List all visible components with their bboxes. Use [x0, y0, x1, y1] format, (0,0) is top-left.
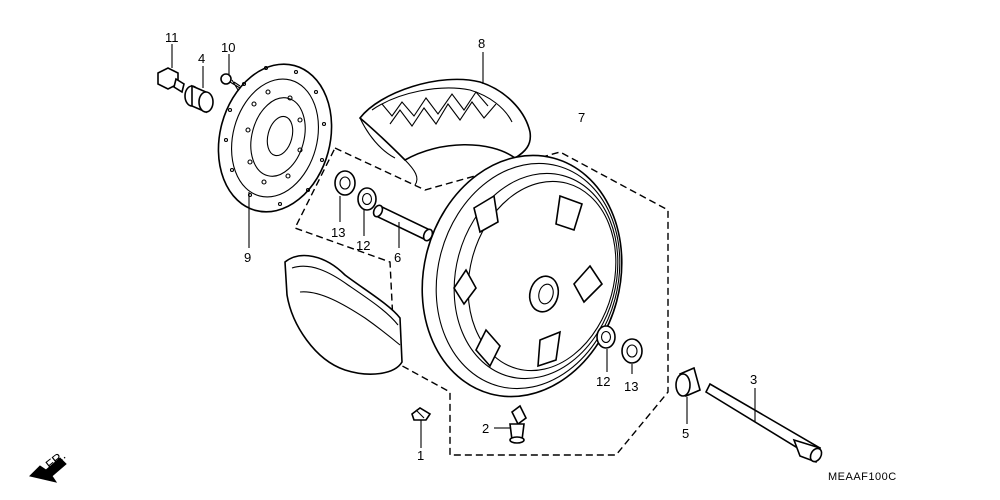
valve-cap	[411, 407, 432, 421]
tire-top	[358, 78, 532, 186]
part-label-5: 5	[682, 426, 689, 441]
tire-bottom	[284, 254, 403, 375]
left-bearing	[357, 187, 377, 211]
part-label-4: 4	[198, 51, 205, 66]
part-label-11: 11	[165, 30, 179, 45]
part-label-13-right: 13	[624, 379, 638, 394]
part-label-1: 1	[417, 448, 424, 463]
part-label-2: 2	[482, 421, 489, 436]
disc-screw	[220, 73, 241, 91]
part-label-10: 10	[221, 40, 235, 55]
part-label-12-right: 12	[596, 374, 610, 389]
part-label-6: 6	[394, 250, 401, 265]
brake-disc	[217, 63, 333, 213]
part-label-12-left: 12	[356, 238, 370, 253]
direction-label: FR.	[43, 448, 69, 473]
part-label-7: 7	[578, 110, 585, 125]
part-label-13-left: 13	[331, 225, 345, 240]
right-bearing	[596, 325, 616, 349]
axle-collar	[675, 366, 701, 398]
part-label-3: 3	[750, 372, 757, 387]
axle-spacer	[372, 204, 434, 242]
wheel-rim	[421, 154, 623, 398]
front-direction-icon	[29, 457, 67, 483]
front-axle	[704, 382, 823, 464]
assembly-boundary	[294, 147, 669, 456]
valve-stem	[509, 404, 528, 444]
diagram-code: MEAAF100C	[828, 471, 897, 483]
disc-bolt	[157, 67, 185, 94]
part-label-9: 9	[244, 250, 251, 265]
part-label-8: 8	[478, 36, 485, 51]
side-collar	[184, 84, 214, 114]
leader-lines	[171, 44, 756, 448]
left-dust-seal	[334, 170, 356, 196]
right-dust-seal	[621, 338, 643, 364]
